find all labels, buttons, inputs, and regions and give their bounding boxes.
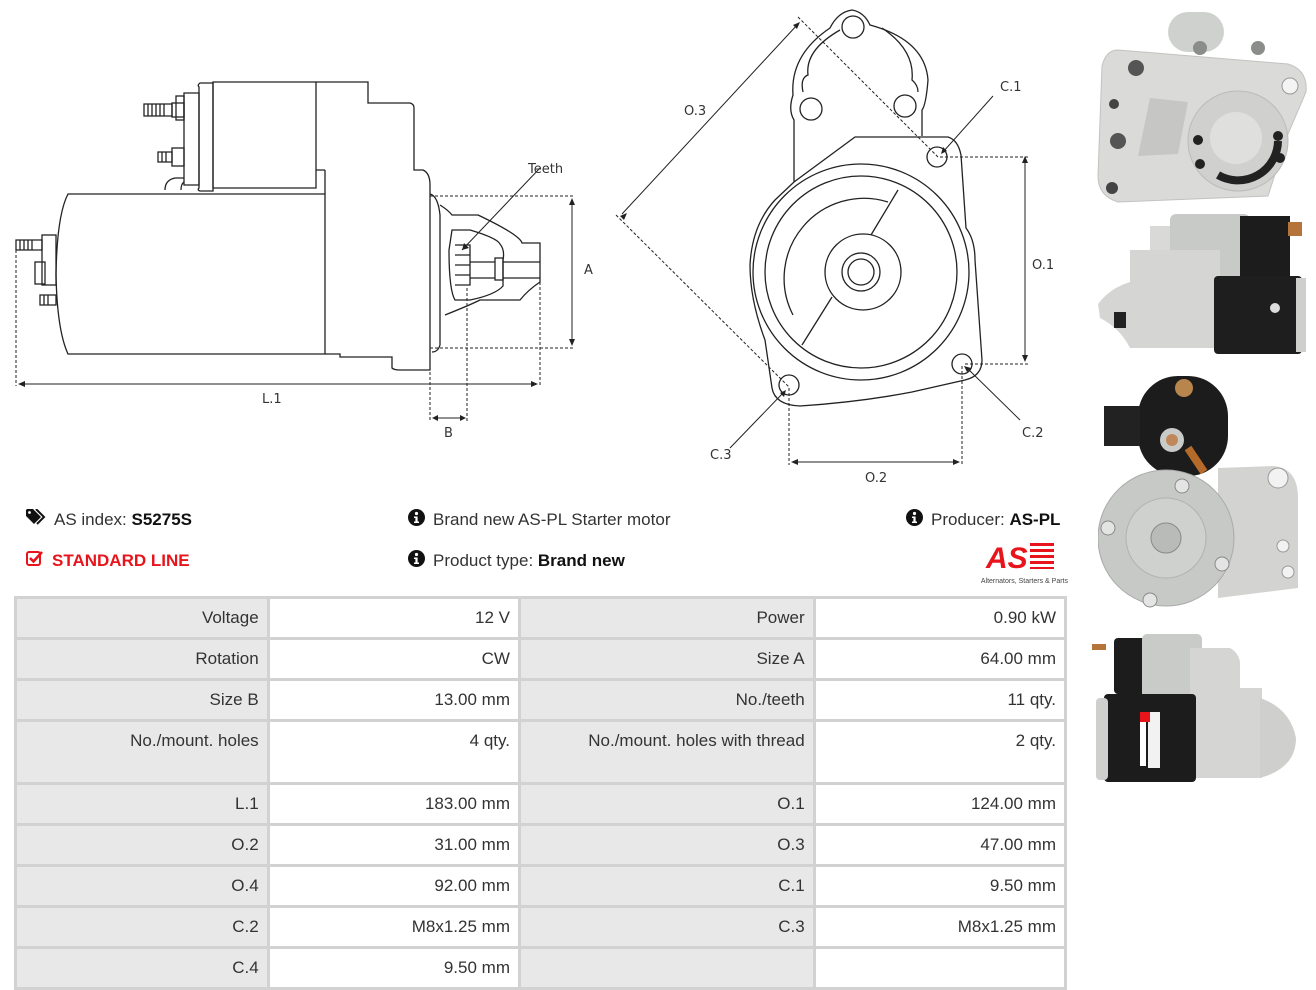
c1-label: C.1: [1000, 80, 1021, 95]
spec-label: C.2: [17, 908, 267, 946]
spec-value: 183.00 mm: [269, 785, 518, 823]
spec-value: 124.00 mm: [815, 785, 1064, 823]
solenoid-body: [212, 81, 317, 189]
solenoid-mount: [790, 9, 929, 182]
spec-label: Size B: [17, 681, 267, 719]
spec-value: 9.50 mm: [269, 949, 518, 987]
side-photo-2[interactable]: [1090, 628, 1314, 786]
spec-label: No./mount. holes: [17, 722, 267, 782]
as-logo-mark: AS: [985, 542, 1054, 575]
spec-label: Size A: [520, 640, 813, 678]
spec-value: 64.00 mm: [815, 640, 1064, 678]
o3-dimension-label: O.3: [684, 104, 706, 119]
spec-label: No./mount. holes with thread: [520, 722, 813, 782]
spec-label: C.3: [520, 908, 813, 946]
tags-icon: [26, 508, 46, 530]
spec-value: 9.50 mm: [815, 867, 1064, 905]
spec-label: C.1: [520, 867, 813, 905]
product-type-row: Product type: Brand new: [408, 550, 625, 572]
side-view-drawing: Teeth A B L.1: [15, 81, 593, 441]
b-dimension-label: B: [444, 426, 453, 441]
info-icon: [906, 509, 923, 531]
logo-tagline: Alternators, Starters & Parts: [980, 578, 1068, 585]
front-flange-photo[interactable]: [1088, 6, 1312, 206]
spec-value: 47.00 mm: [815, 826, 1064, 864]
spec-value: M8x1.25 mm: [815, 908, 1064, 946]
spec-label: C.4: [17, 949, 267, 987]
teeth-label: Teeth: [527, 162, 563, 177]
rear-photo[interactable]: [1098, 368, 1312, 618]
spec-value: 92.00 mm: [269, 867, 518, 905]
checkbox-checked-icon: [26, 550, 44, 571]
spec-label: O.3: [520, 826, 813, 864]
flange-outline: [749, 136, 983, 407]
spec-value: 13.00 mm: [269, 681, 518, 719]
front-view-drawing: O.3 C.1 O.1 C.2 C.3 O.2: [615, 9, 1054, 486]
l1-dimension-label: L.1: [262, 392, 282, 407]
spec-label: O.2: [17, 826, 267, 864]
spec-value: 0.90 kW: [815, 599, 1064, 637]
motor-housing: [55, 193, 326, 355]
c2-label: C.2: [1022, 426, 1043, 441]
info-icon: [408, 509, 425, 531]
spec-value: 12 V: [269, 599, 518, 637]
product-type-label: Product type:: [433, 551, 534, 570]
as-pl-logo[interactable]: AS Alternators, Starters & Parts: [966, 540, 1068, 585]
spec-label: [520, 949, 813, 987]
side-photo-1[interactable]: [1090, 208, 1314, 358]
spec-label: Rotation: [17, 640, 267, 678]
product-type-value: Brand new: [537, 551, 625, 570]
spec-label: O.4: [17, 867, 267, 905]
spec-value: CW: [269, 640, 518, 678]
producer-value: AS-PL: [1009, 510, 1061, 529]
o1-dimension-label: O.1: [1032, 258, 1054, 273]
spec-label: O.1: [520, 785, 813, 823]
standard-line-label: STANDARD LINE: [52, 550, 190, 570]
as-index-row: AS index: S5275S: [26, 508, 193, 530]
as-index-value: S5275S: [131, 509, 193, 529]
as-index-label: AS index:: [54, 509, 127, 529]
description-row: Brand new AS-PL Starter motor: [408, 509, 670, 531]
svg-text:AS: AS: [985, 542, 1028, 572]
spec-value: [815, 949, 1064, 987]
info-icon: [408, 550, 425, 572]
spec-value: 11 qty.: [815, 681, 1064, 719]
spec-value: M8x1.25 mm: [269, 908, 518, 946]
description-text: Brand new AS-PL Starter motor: [433, 510, 671, 529]
standard-line-row: STANDARD LINE: [26, 550, 190, 571]
spec-label: No./teeth: [520, 681, 813, 719]
c3-label: C.3: [710, 448, 731, 463]
spec-value: 4 qty.: [269, 722, 518, 782]
spec-label: Power: [520, 599, 813, 637]
producer-row: Producer: AS-PL: [906, 509, 1060, 531]
spec-value: 2 qty.: [815, 722, 1064, 782]
o2-dimension-label: O.2: [865, 471, 887, 486]
spec-value: 31.00 mm: [269, 826, 518, 864]
a-dimension-label: A: [584, 263, 593, 278]
spec-label: Voltage: [17, 599, 267, 637]
spec-label: L.1: [17, 785, 267, 823]
producer-label: Producer:: [931, 510, 1005, 529]
